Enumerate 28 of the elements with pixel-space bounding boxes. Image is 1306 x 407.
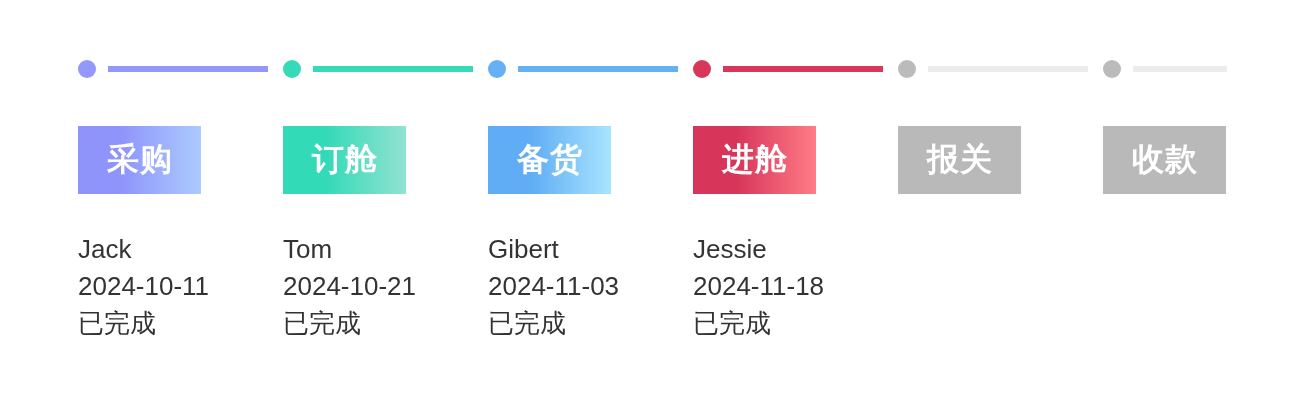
completion-date: 2024-10-11 xyxy=(78,270,210,303)
completion-date: 2024-11-18 xyxy=(693,270,825,303)
status-text: 已完成 xyxy=(283,307,361,340)
assignee-name: Jessie xyxy=(693,233,767,266)
step-tag: 采购 xyxy=(78,126,201,194)
step-tag: 报关 xyxy=(898,126,1021,194)
progress-line xyxy=(108,66,268,72)
progress-dot-icon xyxy=(283,60,301,78)
progress-line xyxy=(723,66,883,72)
step-tag: 备货 xyxy=(488,126,611,194)
progress-dot-icon xyxy=(1103,60,1121,78)
assignee-name: Jack xyxy=(78,233,132,266)
progress-dot-icon xyxy=(78,60,96,78)
progress-line xyxy=(313,66,473,72)
completion-date: 2024-10-21 xyxy=(283,270,416,303)
step-tag: 进舱 xyxy=(693,126,816,194)
status-text: 已完成 xyxy=(78,307,156,340)
assignee-name: Gibert xyxy=(488,233,559,266)
progress-dot-icon xyxy=(488,60,506,78)
assignee-name: Tom xyxy=(283,233,333,266)
step-tag: 订舱 xyxy=(283,126,406,194)
completion-date: 2024-11-03 xyxy=(488,270,620,303)
progress-dot-icon xyxy=(898,60,916,78)
status-text: 已完成 xyxy=(693,307,771,340)
status-text: 已完成 xyxy=(488,307,566,340)
step-tag: 收款 xyxy=(1103,126,1226,194)
progress-dot-icon xyxy=(693,60,711,78)
progress-line xyxy=(518,66,678,72)
